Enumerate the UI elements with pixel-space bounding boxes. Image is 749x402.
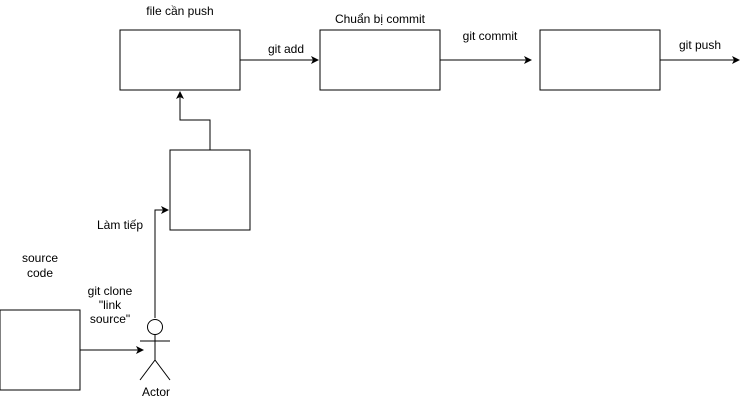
git-commit-label: git commit — [463, 29, 518, 43]
lam-tiep-label: Làm tiếp — [97, 218, 143, 232]
chuan-bi-commit-box[interactable] — [319, 29, 441, 91]
actor-to-lam-tiep-arrow — [154, 206, 169, 318]
continue-to-file-arrow — [176, 91, 211, 150]
actor-icon[interactable] — [139, 319, 171, 381]
lam-tiep-box[interactable] — [169, 149, 251, 231]
chuan-bi-commit-label: Chuẩn bị commit — [335, 12, 426, 26]
git-clone-label-line2: "link — [99, 298, 122, 312]
source-code-label-line1: source — [22, 251, 58, 265]
actor-label: Actor — [142, 385, 170, 399]
git-commit-box[interactable] — [539, 29, 661, 91]
git-clone-label-line1: git clone — [88, 284, 133, 298]
source-code-box[interactable] — [0, 309, 81, 391]
file-can-push-label: file cần push — [146, 4, 213, 18]
source-code-label-line2: code — [27, 266, 53, 280]
file-can-push-box[interactable] — [119, 29, 241, 91]
git-push-label: git push — [679, 38, 721, 52]
git-add-label: git add — [268, 42, 304, 56]
git-clone-label-line3: source" — [90, 312, 130, 326]
